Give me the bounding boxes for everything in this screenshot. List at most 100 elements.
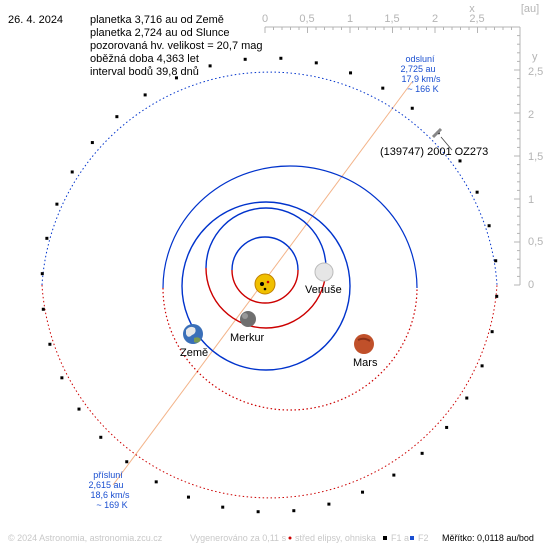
sun-icon <box>254 273 276 295</box>
orbit-point-marker <box>475 190 479 194</box>
x-tick-label: 2 <box>432 13 438 25</box>
orbit-point-marker <box>48 342 52 346</box>
asteroid-icon <box>431 127 453 151</box>
orbit-point-marker <box>349 71 353 75</box>
asteroid-orbit <box>40 56 499 514</box>
info-earth-distance: planetka 3,716 au od Země <box>90 14 224 26</box>
x-tick-label: 2,5 <box>469 13 484 25</box>
venus-icon <box>314 262 334 282</box>
orbit-point-marker <box>41 307 45 311</box>
venus-orbit <box>205 207 327 329</box>
mercury-label: Merkur <box>230 332 265 344</box>
earth-label: Země <box>180 347 208 359</box>
orbit-point-marker <box>445 425 449 429</box>
mars-icon <box>354 334 374 354</box>
x-tick-label: 0,5 <box>299 13 314 25</box>
generated-text: Vygenerováno za 0,11 s <box>190 533 287 543</box>
orbit-point-marker <box>186 495 190 499</box>
asteroid-label: (139747) 2001 OZ273 <box>380 146 488 158</box>
orbit-point-marker <box>125 460 129 464</box>
perihelion-title: přísluní <box>93 470 123 480</box>
info-magnitude: pozorovaná hv. velikost = 20,7 mag <box>90 40 263 52</box>
y-tick-label: 1 <box>528 194 534 206</box>
scale-text: Měřítko: 0,0118 au/bod <box>442 533 534 543</box>
info-sun-distance: planetka 2,724 au od Slunce <box>90 27 229 39</box>
orbit-point-marker <box>90 141 94 145</box>
orbit-point-marker <box>458 159 462 163</box>
orbit-point-marker <box>279 56 283 60</box>
y-tick-label: 2 <box>528 109 534 121</box>
legend-f2-text: F2 <box>418 533 429 543</box>
orbit-point-marker <box>243 57 247 61</box>
y-scale: 2,5 2 1,5 1 0,5 0 y <box>514 26 543 291</box>
y-tick-label: 0,5 <box>528 236 543 248</box>
info-block: planetka 3,716 au od Země planetka 2,724… <box>90 14 263 78</box>
venus-label: Venuše <box>305 284 342 296</box>
earth-icon <box>183 324 203 344</box>
aphelion-distance: 2,725 au <box>400 64 435 74</box>
y-tick-label: 2,5 <box>528 66 543 78</box>
info-point-interval: interval bodů 39,8 dnů <box>90 66 199 78</box>
legend-f1-text: F1 a <box>391 533 409 543</box>
orbit-point-marker <box>256 510 260 514</box>
orbit-point-marker <box>45 236 49 240</box>
orbit-point-marker <box>55 202 59 206</box>
aphelion-temperature: ~ 166 K <box>407 84 438 94</box>
orbit-point-marker <box>392 473 396 477</box>
mars-orbit <box>162 165 418 411</box>
orbit-point-marker <box>154 480 158 484</box>
orbit-point-marker <box>221 505 225 509</box>
focus-two-marker-icon <box>410 536 414 540</box>
x-axis-letter: x <box>469 3 475 15</box>
orbit-point-marker <box>314 61 318 65</box>
x-tick-label: 0 <box>262 13 268 25</box>
perihelion-annotation: přísluní 2,615 au 18,6 km/s ~ 169 K <box>88 470 130 510</box>
legend-center-text: střed elipsy, ohniska <box>295 533 376 543</box>
focus-one-marker-icon <box>383 536 387 540</box>
date-label: 26. 4. 2024 <box>8 14 63 26</box>
orbit-point-marker <box>490 330 494 334</box>
orbit-point-marker <box>143 93 147 97</box>
aphelion-speed: 17,9 km/s <box>401 74 441 84</box>
orbit-point-marker <box>480 364 484 368</box>
footer: © 2024 Astronomia, astronomia.zcu.cz Vyg… <box>8 533 534 543</box>
orbit-point-marker <box>40 272 44 276</box>
mercury-icon <box>240 311 256 327</box>
orbit-point-marker <box>494 259 498 263</box>
aphelion-annotation: odsluní 2,725 au 17,9 km/s ~ 166 K <box>400 54 441 94</box>
y-tick-label: 0 <box>528 279 534 291</box>
orbit-point-marker <box>292 509 296 513</box>
x-tick-label: 1 <box>347 13 353 25</box>
aphelion-title: odsluní <box>405 54 435 64</box>
orbit-point-marker <box>487 224 491 228</box>
y-axis-letter: y <box>532 51 538 63</box>
perihelion-speed: 18,6 km/s <box>90 490 130 500</box>
orbit-point-marker <box>327 502 331 506</box>
ellipse-center-marker-icon <box>288 536 292 540</box>
mars-label: Mars <box>353 357 378 369</box>
orbit-point-marker <box>70 170 74 174</box>
orbit-point-marker <box>115 115 119 119</box>
info-period: oběžná doba 4,363 let <box>90 53 199 65</box>
orbit-point-marker <box>420 451 424 455</box>
orbit-point-marker <box>208 64 212 68</box>
mercury-orbit <box>231 236 299 304</box>
copyright-text: © 2024 Astronomia, astronomia.zcu.cz <box>8 533 163 543</box>
axis-unit-label: [au] <box>521 3 539 15</box>
orbit-point-marker <box>174 76 178 80</box>
orbit-point-marker <box>60 376 64 380</box>
orbit-point-marker <box>99 435 103 439</box>
y-tick-label: 1,5 <box>528 151 543 163</box>
orbit-point-marker <box>381 86 385 90</box>
earth-orbit <box>181 201 351 371</box>
orbit-point-marker <box>495 294 499 298</box>
orbit-point-marker <box>465 396 469 400</box>
orbit-point-marker <box>410 106 414 110</box>
x-scale: 0 0,5 1 1,5 2 2,5 x [au] <box>262 3 539 33</box>
orbit-point-marker <box>77 407 81 411</box>
perihelion-temperature: ~ 169 K <box>96 500 127 510</box>
perihelion-distance: 2,615 au <box>88 480 123 490</box>
orbit-point-marker <box>361 490 365 494</box>
